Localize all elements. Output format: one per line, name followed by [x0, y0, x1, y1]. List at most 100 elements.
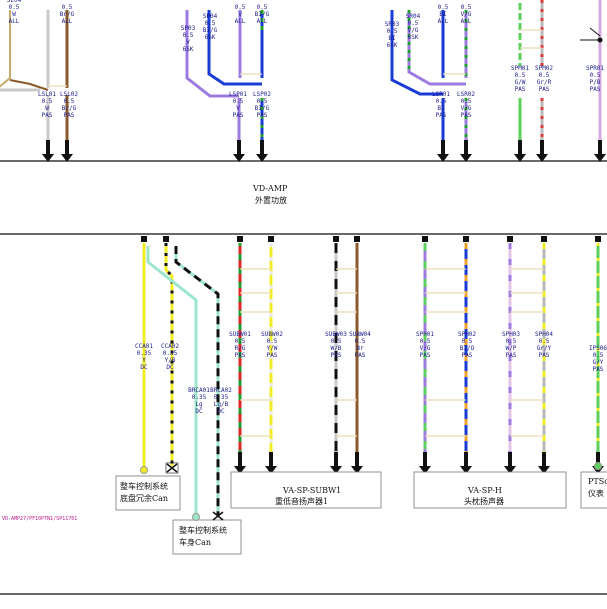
bottom-circuit-3-id: BRCA02	[210, 387, 232, 394]
bottom-circuit-3-size: 0.35	[214, 394, 229, 401]
bottom-arrow-3-head	[351, 466, 363, 474]
can-body-box	[172, 519, 242, 555]
right-module-line1: PTSc	[588, 477, 607, 486]
bottom-circuit-11-spec: PAS	[539, 352, 550, 359]
top-circuit-14-color: V/G	[461, 11, 472, 18]
amp-pin-6	[422, 236, 428, 242]
bottom-circuit-11-id: SPH04	[535, 331, 553, 338]
bottom-circuit-5-color: Y/W	[267, 345, 278, 352]
top-arrow-8-head	[594, 154, 606, 162]
wire-headrest	[423, 243, 600, 462]
top-circuit-15-color: BI	[437, 105, 445, 112]
top-circuit-7-color: V	[238, 11, 242, 18]
top-circuit-6-id: SP03	[181, 25, 196, 32]
bottom-arrow-8-stem	[596, 452, 600, 468]
bottom-circuit-4-id: SUBW01	[229, 331, 251, 338]
top-circuit-18-size: 0.5	[539, 72, 550, 79]
wire-can-body	[146, 246, 220, 515]
headrest-connector-box	[413, 471, 567, 509]
top-circuit-12-size: 0.5	[408, 20, 419, 27]
bottom-arrow-1-stem	[269, 452, 273, 468]
top-arrow-8-stem	[598, 140, 602, 156]
top-circuit-6-color: V	[186, 39, 190, 46]
top-arrow-6-head	[514, 154, 526, 162]
top-circuit-6-spec: 6SK	[183, 46, 194, 53]
bottom-circuit-2-spec: DC	[195, 408, 203, 415]
bottom-circuit-11-size: 0.5	[539, 338, 550, 345]
top-circuit-5-spec: 6SK	[205, 34, 216, 41]
bottom-arrow-7-head	[538, 466, 550, 474]
top-circuit-9-color: V	[236, 105, 240, 112]
amp-pin-3	[268, 236, 274, 242]
amp-pin-4	[333, 236, 339, 242]
bottom-circuit-9-color: BI/O	[460, 345, 475, 352]
top-arrow-0-head	[42, 154, 54, 162]
bottom-arrow-5-stem	[464, 452, 468, 468]
amp-pin-5	[354, 236, 360, 242]
top-circuit-17-id: SPM01	[511, 65, 529, 72]
top-circuit-17-color: G/W	[515, 79, 526, 86]
bottom-circuit-4-spec: PAS	[235, 352, 246, 359]
top-circuit-5-size: 0.5	[205, 20, 216, 27]
top-circuit-16-spec: PAS	[461, 112, 472, 119]
top-circuit-9-id: LSP01	[229, 91, 247, 98]
subwoofer-connector-box	[230, 471, 382, 509]
bottom-circuit-7-size: 0.5	[355, 338, 366, 345]
bottom-circuit-7-color: Br	[356, 345, 364, 352]
bottom-circuit-9-id: SPH02	[458, 331, 476, 338]
bottom-arrow-2-stem	[334, 452, 338, 468]
bottom-circuit-1-color: Y/B	[165, 357, 176, 364]
top-arrow-0-stem	[46, 140, 50, 156]
bottom-circuit-2-size: 0.35	[192, 394, 207, 401]
bottom-circuit-8-id: SPH01	[416, 331, 434, 338]
bottom-circuit-10-id: SPH03	[502, 331, 520, 338]
top-circuit-3-spec: PAS	[42, 112, 53, 119]
bottom-circuit-1-spec: DC	[166, 364, 174, 371]
top-arrow-7-head	[536, 154, 548, 162]
bottom-circuit-10-color: W/P	[506, 345, 517, 352]
top-circuit-5-id: SP04	[203, 13, 218, 20]
bottom-circuit-0-color: Y	[142, 357, 146, 364]
bottom-circuit-4-color: R/G	[235, 345, 246, 352]
top-circuit-0-id: SL04	[7, 0, 22, 4]
top-arrow-3-stem	[260, 140, 264, 156]
top-circuit-10-color: BI/G	[255, 105, 270, 112]
subwoofer-desc: 重低音扬声器1	[275, 496, 328, 506]
top-circuit-8-size: 0.5	[257, 4, 268, 11]
bottom-circuit-12-size: 0.5	[593, 352, 604, 359]
bottom-circuit-5-size: 0.5	[267, 338, 278, 345]
wire-group-left	[0, 10, 69, 140]
bottom-circuit-1-id: CCA02	[161, 343, 179, 350]
bottom-circuit-10-size: 0.5	[506, 338, 517, 345]
bottom-arrow-7-stem	[542, 452, 546, 468]
top-arrow-7-stem	[540, 140, 544, 156]
top-circuit-18-color: Gr/R	[537, 79, 552, 86]
top-circuit-3-color: W	[45, 105, 49, 112]
bottom-circuit-9-size: 0.5	[462, 338, 473, 345]
top-circuit-8-spec: ALL	[257, 18, 268, 25]
amp-pin-0	[141, 236, 147, 242]
amp-pin-10	[595, 236, 601, 242]
top-circuit-12-color: V/G	[408, 27, 419, 34]
top-circuit-8-color: BI/G	[255, 11, 270, 18]
bottom-arrow-0-stem	[238, 452, 242, 468]
top-circuit-1-size: 0.5	[62, 4, 73, 11]
top-connector-arrows	[42, 140, 606, 162]
subwoofer-code: VA-SP-SUBW1	[282, 486, 341, 495]
top-circuit-16-color: V/G	[461, 105, 472, 112]
can-chassis-box	[115, 475, 181, 511]
bottom-circuit-8-color: V/G	[420, 345, 431, 352]
bottom-circuit-9-spec: PAS	[462, 352, 473, 359]
top-circuit-16-size: 0.5	[461, 98, 472, 105]
top-circuit-12-id: SR04	[406, 13, 421, 20]
top-circuit-11-id: SR03	[385, 21, 400, 28]
wire-group-3	[390, 10, 468, 140]
bottom-circuit-10-spec: PAS	[506, 352, 517, 359]
bottom-circuit-labels: CCA010.35YDCCCA020.35Y/BDCBRCA010.35LgDC…	[135, 331, 607, 415]
top-arrow-2-stem	[237, 140, 241, 156]
top-circuit-1-spec: ALL	[62, 18, 73, 25]
top-circuit-15-id: LSR01	[432, 91, 450, 98]
bottom-circuit-1-size: 0.35	[163, 350, 178, 357]
wire-subwoofer	[238, 243, 359, 455]
